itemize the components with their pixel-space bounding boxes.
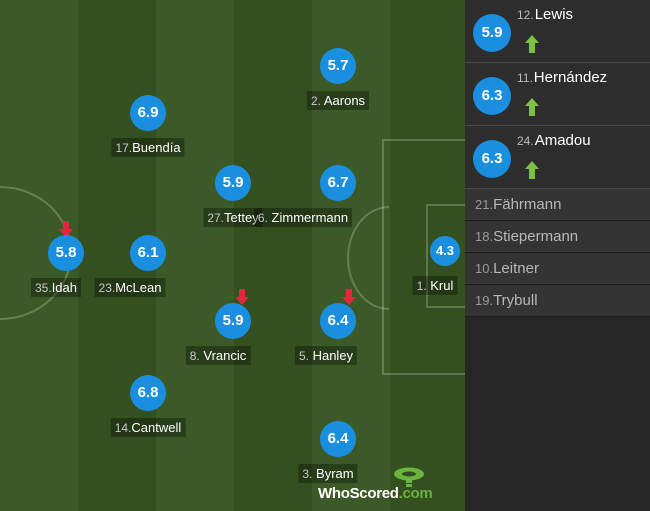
player-number: 17. <box>115 141 133 155</box>
whoscored-logo: WhoScored.com <box>318 466 458 506</box>
player-label: 6. Zimmermann <box>253 208 353 227</box>
player-number: 2. <box>310 94 321 108</box>
player-number: 18. <box>475 229 494 244</box>
player-name: Vrancic <box>203 348 247 363</box>
player-name: Krul <box>430 278 454 293</box>
player-number: 10. <box>475 261 494 276</box>
sub-off-arrow-icon <box>59 221 73 237</box>
pitch: 5.7 2. Aarons 6.9 17.Buendía 5.9 27.Tett… <box>0 0 465 511</box>
sub-name: 24.Amadou <box>517 132 591 149</box>
sub-name: 12.Lewis <box>517 6 573 23</box>
player-rating: 6.1 <box>130 235 166 271</box>
sub-on-arrow-icon <box>525 98 539 116</box>
sub-on-arrow-icon <box>525 161 539 179</box>
player-label: 1. Krul <box>412 276 458 295</box>
player-number: 11. <box>517 71 533 85</box>
player-name: Hanley <box>312 348 354 363</box>
player-name: Leitner <box>493 260 539 277</box>
player-name: Cantwell <box>131 420 182 435</box>
bench-row[interactable]: 19.Trybull <box>465 285 650 317</box>
sub-off-arrow-icon <box>235 289 249 305</box>
player-name: Hernández <box>533 69 608 86</box>
goal-area <box>426 204 465 308</box>
player-rating: 5.9 <box>215 165 251 201</box>
player-name: Fährmann <box>493 196 562 213</box>
player-rating: 6.3 <box>473 140 511 178</box>
sub-in-row[interactable]: 6.3 11.Hernández <box>465 63 650 126</box>
logo-text: WhoScored.com <box>318 485 433 502</box>
player-number: 23. <box>98 281 116 295</box>
player-name: Byram <box>316 466 354 481</box>
player-name: Stiepermann <box>493 228 579 245</box>
player-label: 2. Aarons <box>306 91 370 110</box>
logo-text-dot: .com <box>398 485 433 502</box>
sub-in-row[interactable]: 5.9 12.Lewis <box>465 0 650 63</box>
player-number: 35. <box>35 281 52 295</box>
player-rating: 5.7 <box>320 48 356 84</box>
player-name: Lewis <box>534 6 574 23</box>
player-label: 23.McLean <box>94 278 166 297</box>
player-rating: 6.7 <box>320 165 356 201</box>
player-name: Tettey <box>224 210 259 225</box>
player-name: Buendía <box>132 140 181 155</box>
player-number: 5. <box>298 349 309 363</box>
sub-on-arrow-icon <box>525 35 539 53</box>
player-number: 21. <box>475 197 494 212</box>
player-number: 6. <box>257 211 268 225</box>
player-rating: 4.3 <box>430 236 460 266</box>
player-number: 19. <box>475 293 494 308</box>
player-rating: 5.9 <box>473 14 511 52</box>
player-number: 27. <box>207 211 224 225</box>
bench-row[interactable]: 18.Stiepermann <box>465 221 650 253</box>
player-rating: 6.9 <box>130 95 166 131</box>
player-name: Amadou <box>534 132 591 149</box>
substitutes-panel: 5.9 12.Lewis 6.3 11.Hernández 6.3 24.Ama… <box>465 0 650 511</box>
sub-off-arrow-icon <box>342 289 356 305</box>
player-rating: 6.4 <box>320 303 356 339</box>
player-label: 3. Byram <box>298 464 358 483</box>
player-name: Zimmermann <box>271 210 349 225</box>
player-number: 8. <box>189 349 200 363</box>
player-label: 5. Hanley <box>294 346 358 365</box>
player-number: 3. <box>302 467 313 481</box>
player-name: Idah <box>51 280 77 295</box>
player-number: 14. <box>114 421 132 435</box>
logo-question-mark-icon <box>394 467 424 487</box>
player-rating: 6.3 <box>473 77 511 115</box>
player-rating: 6.8 <box>130 375 166 411</box>
player-number: 12. <box>517 8 534 22</box>
player-name: Trybull <box>493 292 538 309</box>
player-label: 35.Idah <box>31 278 81 297</box>
player-label: 17.Buendía <box>111 138 185 157</box>
logo-text-main: WhoScored <box>318 485 399 502</box>
player-number: 24. <box>517 134 534 148</box>
player-name: McLean <box>115 280 162 295</box>
sub-name: 11.Hernández <box>517 69 607 86</box>
player-rating: 5.8 <box>48 235 84 271</box>
player-rating: 6.4 <box>320 421 356 457</box>
bench-row[interactable]: 21.Fährmann <box>465 189 650 221</box>
player-label: 8. Vrancic <box>185 346 251 365</box>
sub-in-row[interactable]: 6.3 24.Amadou <box>465 126 650 189</box>
player-rating: 5.9 <box>215 303 251 339</box>
player-label: 27.Tettey <box>203 208 263 227</box>
player-label: 14.Cantwell <box>110 418 186 437</box>
player-name: Aarons <box>323 93 366 108</box>
player-number: 1. <box>416 279 427 293</box>
bench-row[interactable]: 10.Leitner <box>465 253 650 285</box>
